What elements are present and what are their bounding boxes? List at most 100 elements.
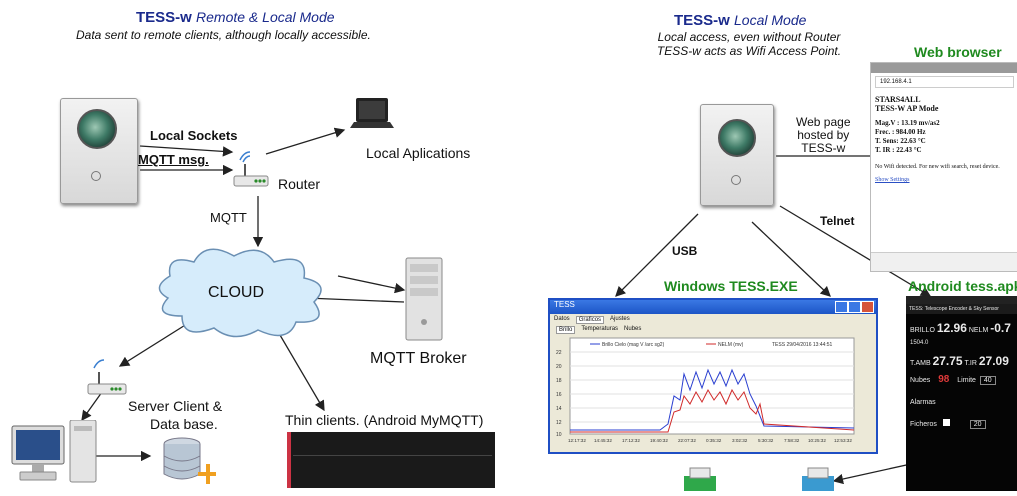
right-title-mode: Local Mode [734,12,807,28]
right-subtitle-line2: TESS-w acts as Wifi Access Point. [656,44,842,58]
tab-ajustes[interactable]: Ajustes [610,316,630,322]
windows-title: TESS [554,300,575,309]
windows-tabs: Datos Graficos Ajustes [550,314,876,326]
browser-link[interactable]: Show Settings [875,177,910,183]
chart-legend-2: NELM (mv) [718,342,744,348]
label-telnet: Telnet [820,214,855,228]
alarmas-label: Alarmas [910,399,936,406]
web-page-line1: Web page [796,115,851,129]
x-tick: 7:58:32 [784,438,800,443]
tab-datos[interactable]: Datos [554,316,570,322]
label-data-base: Data base. [150,416,218,432]
left-title-device: TESS-w [136,9,192,26]
ficheros-checkbox[interactable] [942,419,950,426]
limite-input[interactable]: 40 [979,376,996,385]
y-tick: 16 [556,392,562,398]
browser-nav-bar [871,252,1017,271]
thin-client-screens [287,432,495,488]
x-tick: 3:02:32 [732,438,748,443]
brillo-label: BRILLO [910,327,935,334]
x-tick: 22:07:32 [678,438,696,443]
browser-line4: T. IR : 22.43 °C [875,146,922,154]
windows-subtabs: Brillo Temperaturas Nubes [550,326,876,334]
laptop-icon [348,96,396,138]
right-subtitle-line1: Local access, even without Router [657,30,841,44]
ficheros-input[interactable]: 20 [969,420,986,429]
y-tick: 14 [556,406,562,412]
t-ir-value: 27.09 [978,354,1009,368]
y-tick: 20 [556,364,562,370]
label-cloud: CLOUD [208,284,265,301]
android-app-screen: TESS: Telescope Encoder & Sky Sensor BRI… [906,296,1017,491]
x-tick: 12:53:32 [834,438,852,443]
maximize-icon[interactable] [848,301,861,313]
printer-icon-green [682,466,718,491]
browser-status-bar [871,63,1017,73]
printer-icon-blue [800,466,836,491]
y-tick: 22 [556,350,562,356]
label-windows-app: Windows TESS.EXE [664,278,798,294]
nelm-label: NELM [968,327,989,334]
windows-app-window: TESS Datos Graficos Ajustes Brillo Tempe… [548,298,878,454]
left-subtitle: Data sent to remote clients, although lo… [76,28,371,42]
t-ir-label: T.IR [964,360,977,367]
browser-heading1: STARS4ALL [875,95,921,104]
android-header: TESS: Telescope Encoder & Sky Sensor [906,304,1017,314]
ficheros-label: Ficheros [910,421,937,428]
x-tick: 5:30:32 [758,438,774,443]
y-tick: 12 [556,420,562,426]
browser-heading2: TESS-W AP Mode [875,104,939,113]
tess-device-left [60,98,138,204]
freq-value: 1504.0 [910,340,929,346]
subtab-temperaturas[interactable]: Temperaturas [581,326,619,332]
label-broker: MQTT Broker [370,350,467,367]
web-page-line3: TESS-w [801,141,846,155]
right-title-device: TESS-w [674,12,730,29]
limite-label: Limite [957,377,976,384]
label-local-sockets: Local Sockets [150,128,238,143]
chart-legend-1: Brillo Cielo (mag V /arc sg2) [602,342,665,348]
router-icon [232,150,270,190]
desktop-pc-icon [10,419,100,486]
tess-led [91,171,101,181]
label-mqtt-msg: MQTT msg. [138,152,209,167]
label-mqtt: MQTT [210,210,247,225]
tab-graficos[interactable]: Graficos [575,316,605,324]
web-browser-screen: 192.168.4.1 STARS4ALL TESS-W AP Mode Mag… [870,62,1017,272]
x-tick: 10:25:32 [808,438,826,443]
subtab-brillo[interactable]: Brillo [556,326,576,334]
series-brillo-line [570,368,855,431]
nubes-label: Nubes [910,377,931,384]
left-title: TESS-w Remote & Local Mode [136,9,335,26]
label-router: Router [278,176,321,192]
label-thin-clients: Thin clients. (Android MyMQTT) [285,412,484,428]
browser-address-bar[interactable]: 192.168.4.1 [875,76,1014,88]
minimize-icon[interactable] [835,301,848,313]
chart-legend-3: TESS 29/04/2016 13:44:51 [772,342,833,348]
y-tick: 10 [556,432,562,438]
broker-server-icon [404,256,444,342]
browser-note: No Wifi detected. For new wifi search, r… [875,164,1000,170]
android-status-bar [906,296,1017,304]
label-web-browser: Web browser [914,44,1002,60]
cloud-shape [148,240,334,344]
subtab-nubes[interactable]: Nubes [624,326,642,332]
y-tick: 18 [556,378,562,384]
nubes-value: 98 [938,374,950,385]
tess-lens [77,109,117,149]
right-title: TESS-w Local Mode [674,12,806,29]
right-subtitle: Local access, even without Router TESS-w… [626,30,872,58]
label-server-client: Server Client & [128,398,223,414]
browser-line1: Mag.V : 13.19 mv/as2 [875,119,940,127]
database-icon [160,436,216,486]
tess-device-right [700,104,774,206]
close-icon[interactable] [861,301,874,313]
label-local-apps: Local Aplications [366,145,471,161]
x-tick: 17:12:32 [622,438,640,443]
browser-line3: T. Sens: 22.63 °C [875,137,926,145]
browser-line2: Frec. : 984.00 Hz [875,128,926,136]
label-web-page: Web page hosted by TESS-w [796,116,851,155]
tess-led-right [731,175,741,185]
label-usb: USB [672,244,698,258]
